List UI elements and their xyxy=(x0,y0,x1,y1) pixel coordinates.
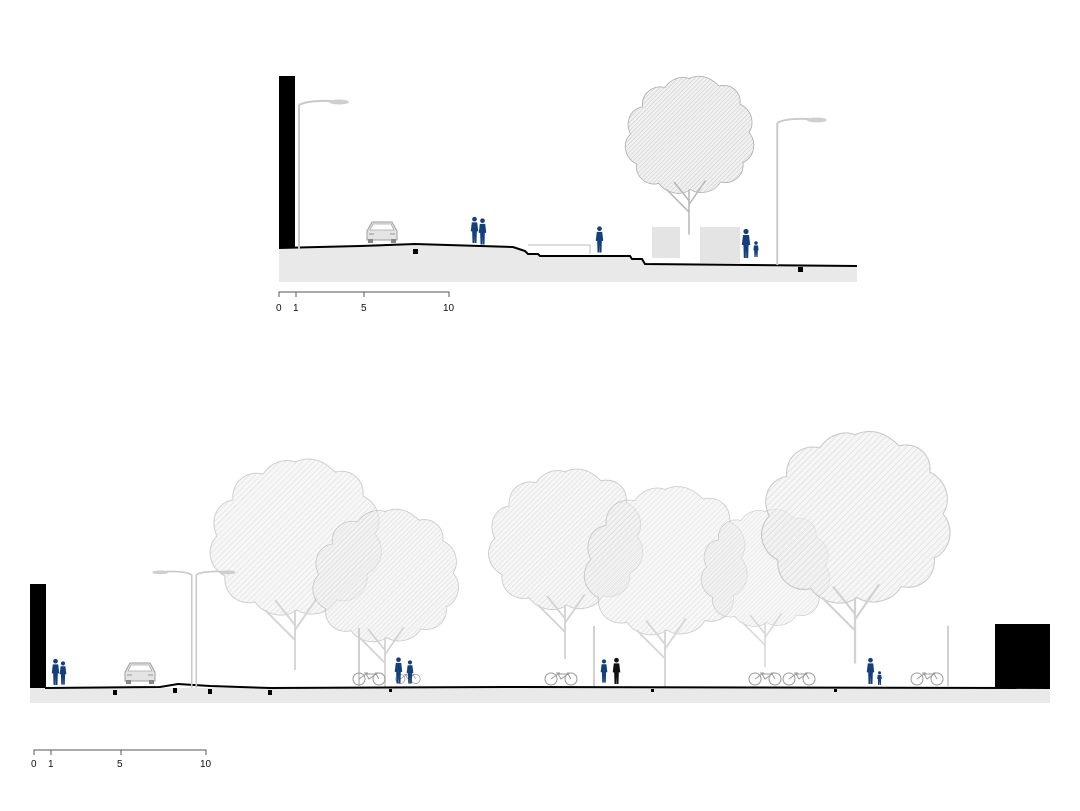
ground-line xyxy=(278,242,858,267)
bicycle xyxy=(544,672,578,686)
child-figure xyxy=(753,241,759,257)
cyclist-figure xyxy=(406,660,414,684)
pedestrian-figure xyxy=(470,216,479,244)
scale-tick-label: 0 xyxy=(276,303,282,314)
pedestrian-figure xyxy=(741,228,751,258)
pedestrian-figure xyxy=(866,657,875,685)
drain xyxy=(208,689,212,694)
scale-tick-label: 10 xyxy=(443,303,455,314)
pedestrian-figure xyxy=(600,659,608,683)
cyclist-figure xyxy=(612,657,621,685)
pole xyxy=(947,626,949,686)
kiosk xyxy=(652,227,680,258)
pedestrian-figure xyxy=(478,218,487,245)
bottom-section xyxy=(30,430,1051,703)
pole xyxy=(593,626,595,686)
drain xyxy=(389,689,392,692)
scale-bar-top: 0 1 5 10 xyxy=(276,291,455,314)
pedestrian-figure xyxy=(51,658,60,686)
pedestrian-figure xyxy=(59,661,67,685)
tree xyxy=(311,508,460,690)
scale-tick-label: 1 xyxy=(48,759,54,770)
bicycle xyxy=(352,672,386,686)
street-lamp xyxy=(297,99,350,249)
drain xyxy=(268,690,272,695)
drain xyxy=(173,688,177,693)
scale-tick-label: 5 xyxy=(117,759,123,770)
scale-bar-bottom: 0 1 5 10 xyxy=(31,749,212,770)
drain xyxy=(651,689,654,692)
tree xyxy=(760,430,952,665)
scale-tick-label: 1 xyxy=(293,303,299,314)
drain xyxy=(798,267,803,272)
ground-mass xyxy=(279,244,857,282)
car xyxy=(124,662,156,685)
bicycle xyxy=(782,672,816,686)
child-figure xyxy=(877,671,882,685)
street-lamp xyxy=(151,570,194,688)
bench xyxy=(528,244,591,254)
tree xyxy=(624,75,755,236)
ground-line xyxy=(44,682,1051,690)
building-left xyxy=(30,584,46,688)
bicycle xyxy=(748,672,782,686)
car xyxy=(366,221,398,243)
pole xyxy=(358,628,360,686)
kiosk xyxy=(700,227,740,263)
pedestrian-figure xyxy=(595,226,604,253)
drain xyxy=(834,689,837,692)
street-lamp xyxy=(775,117,828,265)
ground-mass xyxy=(30,688,1050,703)
scale-tick-label: 0 xyxy=(31,759,37,770)
building-right xyxy=(995,624,1050,688)
drain xyxy=(413,249,418,254)
building-left xyxy=(279,76,295,248)
top-section xyxy=(278,75,858,282)
bicycle xyxy=(910,672,944,686)
scale-tick-label: 10 xyxy=(200,759,212,770)
scale-tick-label: 5 xyxy=(361,303,367,314)
drain xyxy=(113,690,117,695)
